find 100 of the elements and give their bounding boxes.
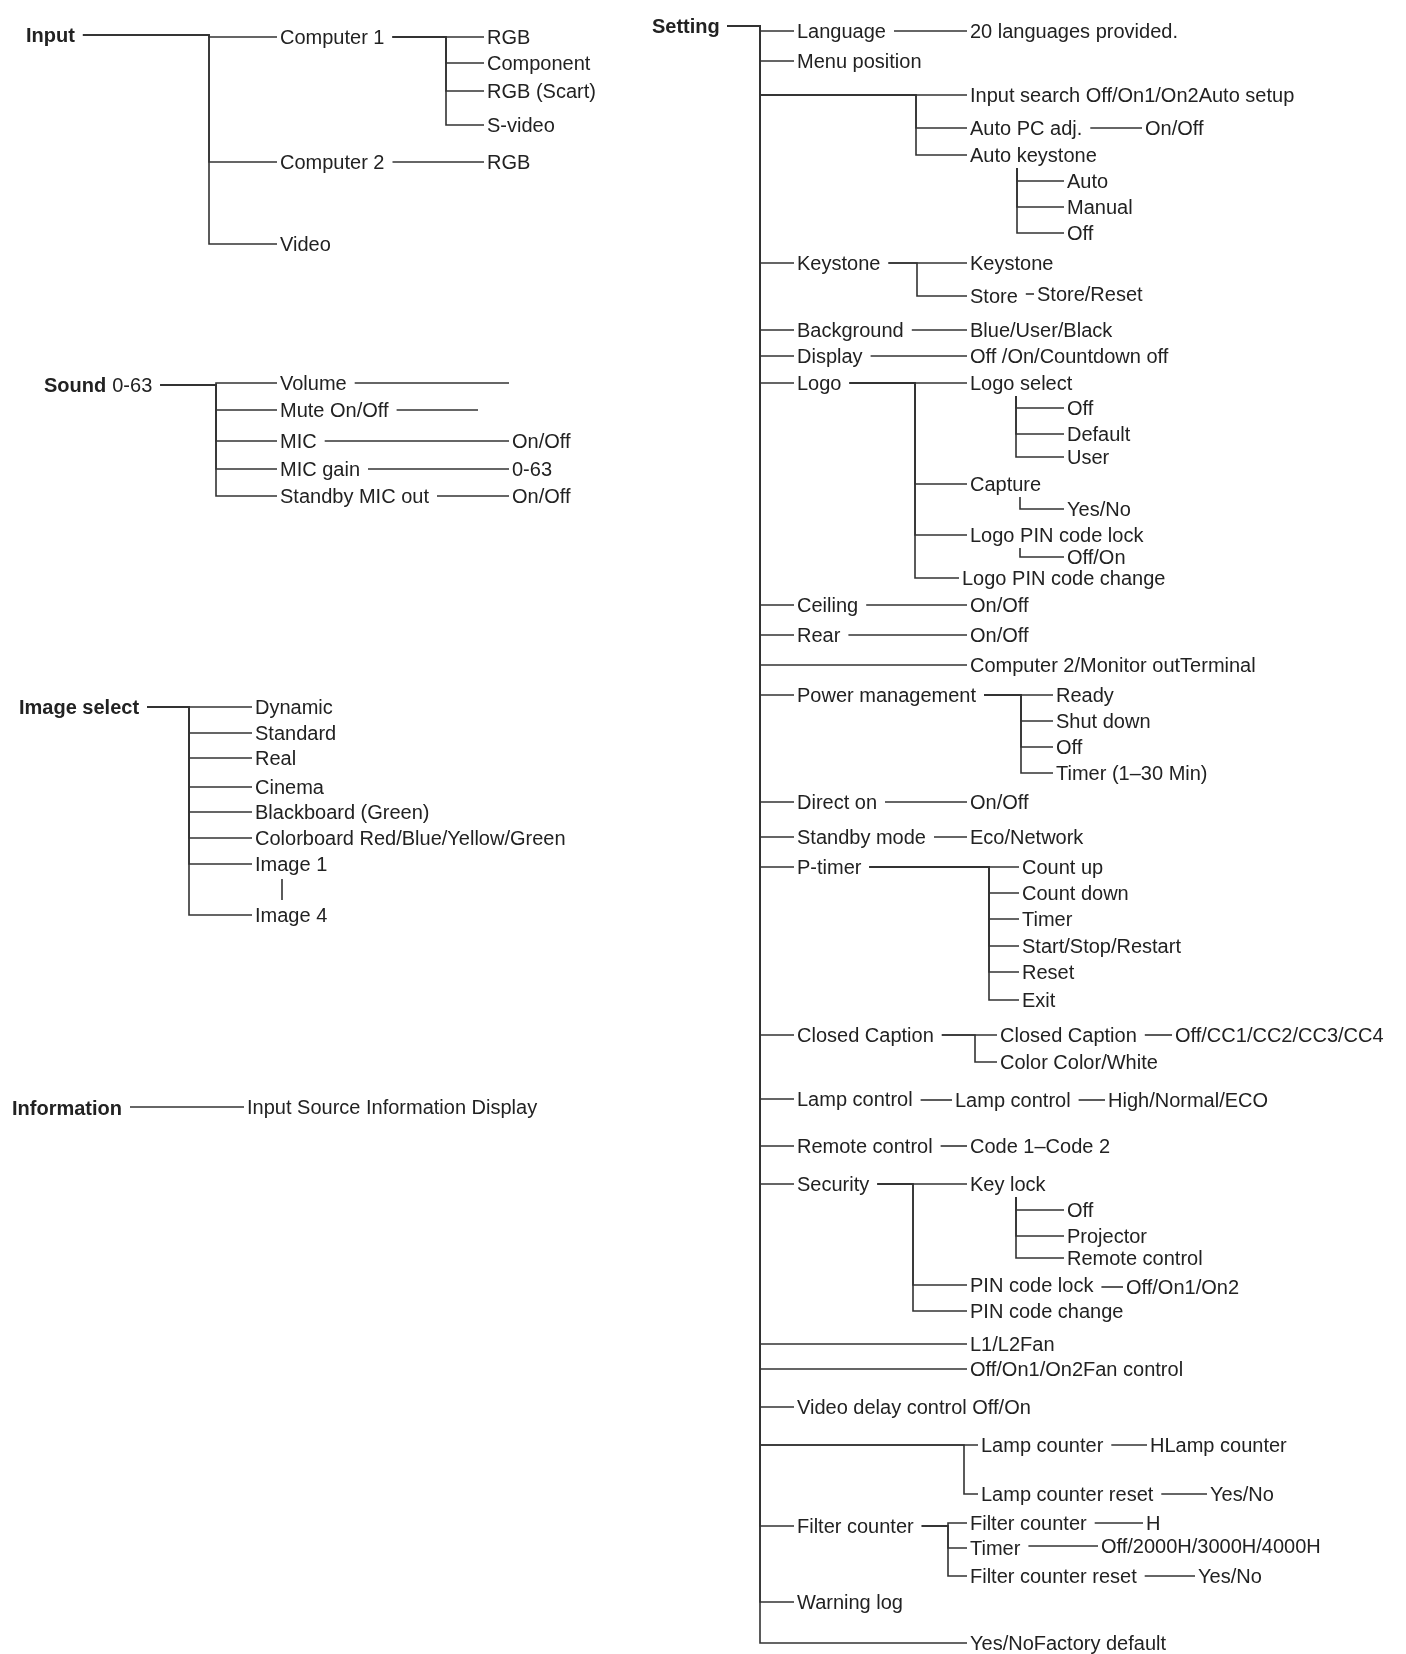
menu-item: Reset: [1022, 960, 1075, 984]
menu-heading: Image select: [19, 695, 140, 719]
menu-item: Store: [970, 284, 1018, 308]
menu-item: Off/CC1/CC2/CC3/CC4: [1175, 1023, 1384, 1047]
menu-item: Yes/No: [1210, 1482, 1274, 1506]
menu-item: Rear: [797, 623, 841, 647]
menu-item: Exit: [1022, 988, 1056, 1012]
menu-item: Timer: [970, 1536, 1021, 1560]
menu-item: Store/Reset: [1037, 282, 1143, 306]
menu-item: Closed Caption: [1000, 1023, 1137, 1047]
menu-item: Computer 2/Monitor outTerminal: [970, 653, 1256, 677]
menu-item: Lamp control: [955, 1088, 1071, 1112]
menu-item: Lamp control: [797, 1087, 913, 1111]
menu-item: Image 1: [255, 852, 328, 876]
menu-item: Lamp counter reset: [981, 1482, 1154, 1506]
menu-item: On/Off: [970, 623, 1029, 647]
menu-item: Timer (1–30 Min): [1056, 761, 1208, 785]
menu-heading: Input: [26, 23, 75, 47]
menu-item: H: [1146, 1511, 1161, 1535]
menu-item: Computer 1: [280, 25, 385, 49]
menu-item: Closed Caption: [797, 1023, 934, 1047]
menu-item: Logo select: [970, 371, 1073, 395]
menu-item: Input Source Information Display: [247, 1095, 538, 1119]
tree-connector: [323, 440, 510, 442]
menu-heading: Information: [12, 1096, 122, 1120]
menu-item: Blue/User/Black: [970, 318, 1113, 342]
menu-item: Yes/NoFactory default: [970, 1631, 1167, 1654]
menu-item: Dynamic: [255, 695, 333, 719]
menu-item: Cinema: [255, 775, 324, 799]
menu-item: Direct on: [797, 790, 878, 814]
tree-connector: [848, 382, 960, 579]
menu-item: Logo PIN code lock: [970, 523, 1144, 547]
menu-item: Start/Stop/Restart: [1022, 934, 1181, 958]
menu-item: Default: [1067, 422, 1131, 446]
tree-connector: [281, 878, 283, 901]
menu-item: PIN code lock: [970, 1273, 1094, 1297]
menu-item: MIC: [280, 429, 317, 453]
menu-item: Filter counter: [797, 1514, 914, 1538]
menu-item: Component: [487, 51, 591, 75]
menu-item: Yes/No: [1198, 1564, 1262, 1588]
menu-item: Off /On/Countdown off: [970, 344, 1169, 368]
tree-connector: [865, 604, 968, 606]
menu-item: P-timer: [797, 855, 862, 879]
menu-item: Projector: [1067, 1224, 1148, 1248]
menu-item: Remote control: [797, 1134, 933, 1158]
menu-item: Off/On1/On2Fan control: [970, 1357, 1184, 1381]
menu-item: Filter counter: [970, 1511, 1087, 1535]
menu-item: On/Off: [970, 790, 1029, 814]
menu-item: Manual: [1067, 195, 1133, 219]
menu-item: Auto: [1067, 169, 1109, 193]
menu-item: Yes/No: [1067, 497, 1131, 521]
tree-connector: [1016, 167, 1065, 234]
range-value: 0-63: [112, 373, 153, 397]
menu-item: Logo: [797, 371, 842, 395]
tree-connector: [1077, 1099, 1106, 1101]
tree-connector: [1143, 1575, 1196, 1577]
menu-item: Display: [797, 344, 863, 368]
tree-connector: [919, 1099, 953, 1101]
menu-item: Remote control: [1067, 1246, 1203, 1270]
menu-item: S-video: [487, 113, 555, 137]
menu-item: Eco/Network: [970, 825, 1084, 849]
tree-connector: [847, 634, 968, 636]
menu-heading: Setting: [652, 14, 720, 38]
menu-item: Power management: [797, 683, 976, 707]
tree-connector: [395, 409, 479, 411]
menu-item: 0-63: [512, 457, 553, 481]
tree-connector: [884, 801, 968, 803]
menu-item: Off: [1067, 396, 1094, 420]
tree-connector: [868, 866, 1020, 1001]
tree-connector: [1015, 395, 1065, 458]
menu-item: Timer: [1022, 907, 1073, 931]
menu-item: 20 languages provided.: [970, 19, 1178, 43]
tree-connector: [1093, 1522, 1144, 1524]
menu-item: Standby mode: [797, 825, 926, 849]
tree-connector: [887, 262, 968, 297]
menu-item: Input search Off/On1/On2Auto setup: [970, 83, 1295, 107]
menu-item: RGB: [487, 25, 531, 49]
menu-item: Computer 2: [280, 150, 385, 174]
menu-item: Capture: [970, 472, 1042, 496]
menu-heading: Sound: [44, 373, 107, 397]
tree-connector: [1100, 1286, 1124, 1288]
menu-item: RGB (Scart): [487, 79, 596, 103]
menu-item: RGB: [487, 150, 531, 174]
menu-item: Volume: [280, 371, 347, 395]
menu-item: Off: [1067, 221, 1094, 245]
menu-item: Warning log: [797, 1590, 903, 1614]
tree-connector: [876, 1183, 968, 1312]
menu-item: Security: [797, 1172, 870, 1196]
menu-item: Real: [255, 746, 297, 770]
menu-item: Off: [1056, 735, 1083, 759]
menu-item: Image 4: [255, 903, 328, 927]
tree-connector: [436, 495, 510, 497]
menu-item: Off/On1/On2: [1126, 1275, 1240, 1299]
tree-connector: [146, 706, 253, 916]
menu-item: Color Color/White: [1000, 1050, 1158, 1074]
tree-connector: [1019, 496, 1065, 510]
menu-item: MIC gain: [280, 457, 361, 481]
menu-item: Keystone: [970, 251, 1054, 275]
menu-item: L1/L2Fan: [970, 1332, 1055, 1356]
tree-connector: [920, 1525, 968, 1577]
